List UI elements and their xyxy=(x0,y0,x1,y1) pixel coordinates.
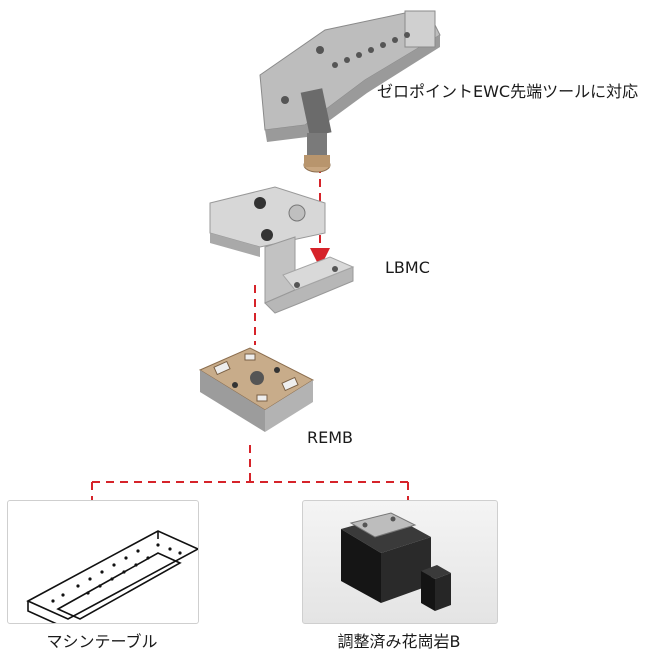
remb-label: REMB xyxy=(307,428,354,447)
granite-panel xyxy=(302,500,498,624)
granite-block-image xyxy=(341,512,451,611)
lbmc-label: LBMC xyxy=(385,258,430,277)
machine-table-panel xyxy=(7,500,199,624)
tool-image xyxy=(259,10,441,173)
remb-image xyxy=(198,347,315,432)
lbmc-image xyxy=(209,186,355,314)
granite-caption: 調整済み花崗岩B xyxy=(337,632,461,651)
tool-label: ゼロポイントEWC先端ツールに対応 xyxy=(377,82,639,101)
machine-table-illustration xyxy=(26,530,198,623)
machine-table-caption: マシンテーブル xyxy=(46,632,158,651)
